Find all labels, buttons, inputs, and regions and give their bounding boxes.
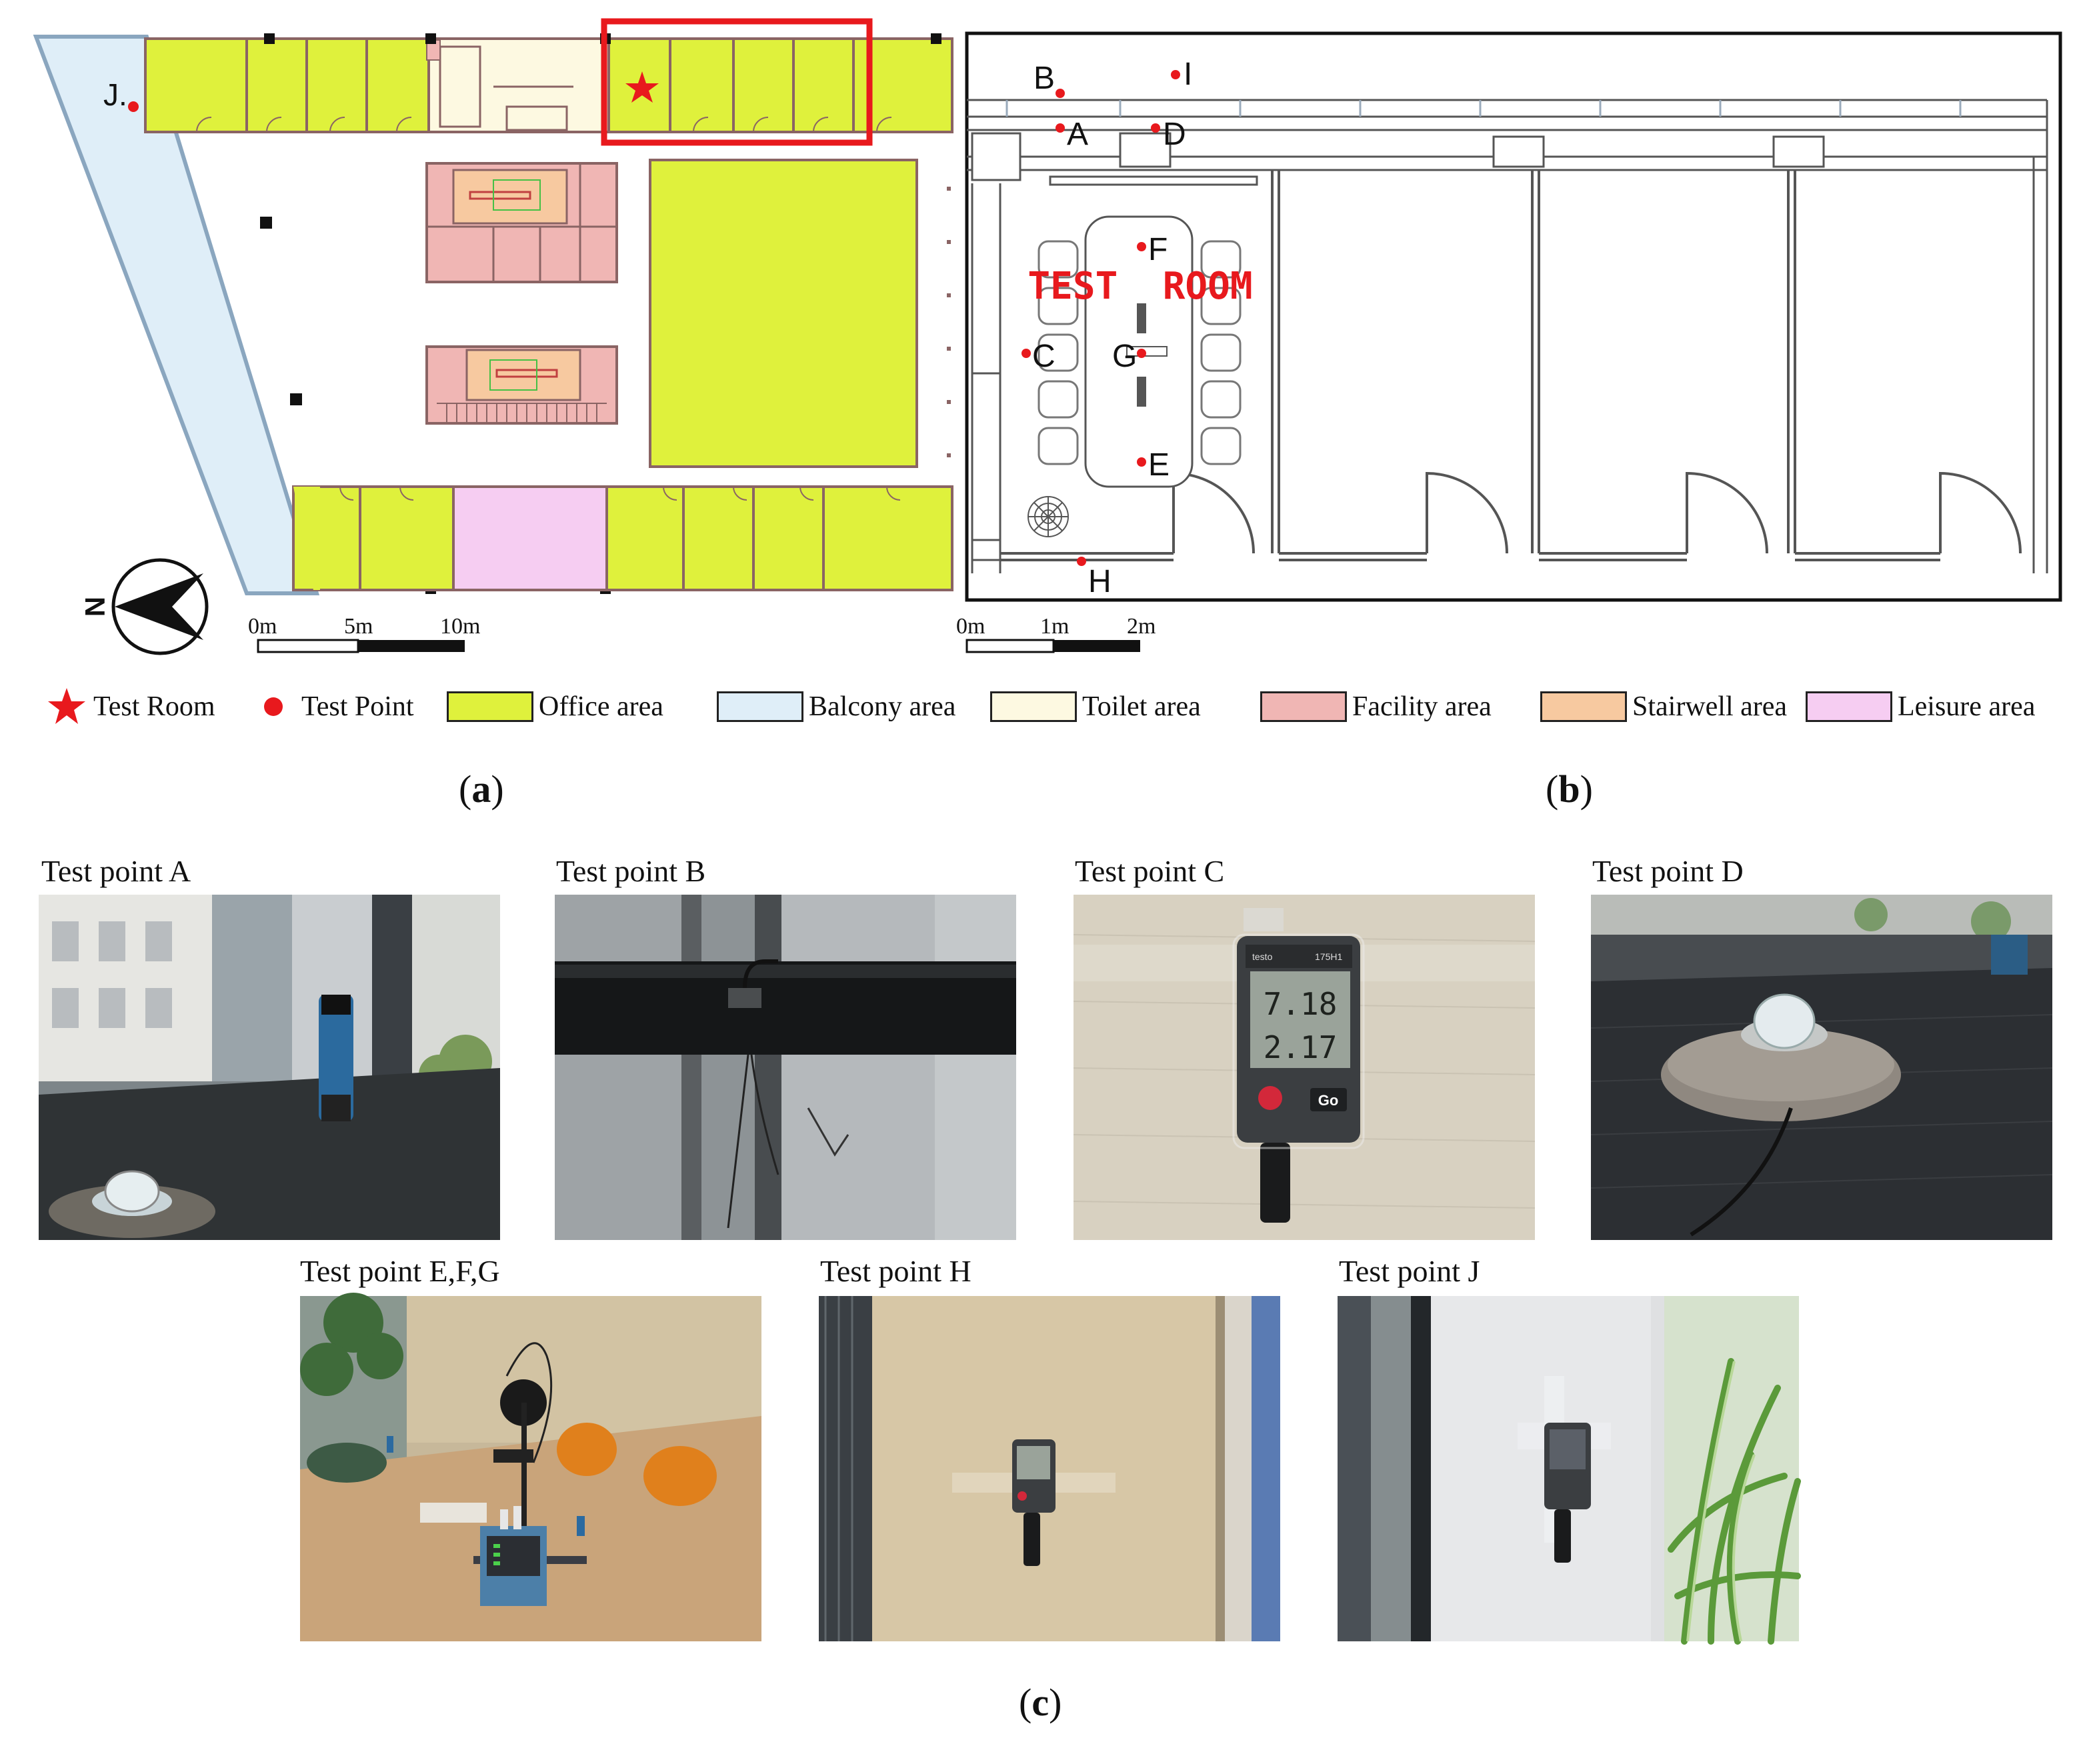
legend-label: Test Point xyxy=(301,691,414,722)
test-point-b-dot xyxy=(1056,89,1065,98)
test-room-label: TEST ROOM xyxy=(1027,265,1252,308)
north-label: N xyxy=(79,597,111,617)
legend-toilet: Toilet area xyxy=(990,687,1201,727)
balcony-swatch xyxy=(717,691,803,722)
photo-title-h: Test point H xyxy=(820,1254,971,1288)
test-point-c-label: C xyxy=(1032,339,1056,374)
dot-icon xyxy=(264,697,283,716)
legend-label: Toilet area xyxy=(1082,691,1201,722)
photo-test-point-j xyxy=(1338,1296,1801,1645)
logger-reading-2: 2.17 xyxy=(1264,1029,1338,1065)
legend-test-room: Test Room xyxy=(47,687,215,727)
test-point-e-dot xyxy=(1137,457,1146,467)
test-point-g-label: G xyxy=(1112,339,1137,374)
leisure-area xyxy=(452,485,608,591)
photo-title-j: Test point J xyxy=(1339,1254,1480,1288)
panel-label-c: (c) xyxy=(1019,1681,1062,1724)
stairwell-area-lower xyxy=(465,349,581,401)
test-point-j-label: J. xyxy=(103,77,127,112)
balcony-area xyxy=(33,35,320,595)
legend-office: Office area xyxy=(447,687,663,727)
toilet-swatch xyxy=(990,691,1077,722)
legend-balcony: Balcony area xyxy=(717,687,955,727)
photo-title-d: Test point D xyxy=(1592,854,1744,888)
test-point-d-dot xyxy=(1151,123,1160,133)
scale-b-label-0: 0m xyxy=(956,614,985,639)
scale-b-label-2: 2m xyxy=(1127,614,1156,639)
photo-title-a: Test point A xyxy=(41,854,191,888)
panel-label-a: (a) xyxy=(459,767,504,811)
photo-test-point-b xyxy=(555,895,1016,1240)
test-point-h-dot xyxy=(1077,557,1086,566)
test-point-g-dot xyxy=(1137,349,1146,358)
scale-label-5: 5m xyxy=(344,614,373,639)
north-compass-icon xyxy=(111,558,209,655)
legend-leisure: Leisure area xyxy=(1806,687,2035,727)
chairs xyxy=(1037,240,1242,465)
legend: Test Room Test Point Office area Balcony… xyxy=(40,680,2067,733)
legend-label: Balcony area xyxy=(809,691,956,722)
photo-title-c: Test point C xyxy=(1075,854,1225,888)
test-point-i-label: I xyxy=(1184,57,1192,92)
test-point-c-dot xyxy=(1021,349,1031,358)
logger-reading-1: 7.18 xyxy=(1264,986,1338,1022)
legend-stairwell: Stairwell area xyxy=(1540,687,1787,727)
scale-b-label-1: 1m xyxy=(1040,614,1069,639)
legend-label: Office area xyxy=(539,691,663,722)
leisure-swatch xyxy=(1806,691,1892,722)
photo-test-point-d xyxy=(1590,895,2053,1240)
scale-label-10: 10m xyxy=(440,614,480,639)
logger-button-c: Go xyxy=(1318,1092,1339,1109)
facility-swatch xyxy=(1260,691,1347,722)
legend-label: Stairwell area xyxy=(1632,691,1788,722)
photo-test-point-c: testo 175H1 7.18 2.17 Go xyxy=(1073,895,1536,1240)
photo-test-point-a xyxy=(39,895,500,1240)
test-room-star-icon xyxy=(625,71,659,103)
plant-icon xyxy=(1027,496,1069,537)
test-point-j-dot xyxy=(128,101,139,112)
test-point-b-label: B xyxy=(1033,61,1055,96)
test-point-a-dot xyxy=(1056,123,1065,133)
office-area-center xyxy=(649,159,918,468)
panel-label-b: (b) xyxy=(1546,767,1593,811)
legend-test-point: Test Point xyxy=(260,687,414,727)
floor-plan-a: J. N 0m 5m 10m xyxy=(33,18,953,655)
logger-model-c: 175H1 xyxy=(1315,951,1342,962)
floor-plan-b: TEST ROOM B I A D F C G E H 0m 1m 2m xyxy=(956,31,2062,653)
legend-label: Facility area xyxy=(1352,691,1492,722)
legend-label: Test Room xyxy=(93,691,215,722)
test-point-f-label: F xyxy=(1148,232,1168,267)
office-area-bottom xyxy=(292,485,953,591)
toilet-area xyxy=(427,37,610,133)
stairwell-swatch xyxy=(1540,691,1627,722)
photo-test-point-efg xyxy=(300,1293,761,1641)
photo-test-point-h xyxy=(819,1296,1280,1641)
photo-title-efg: Test point E,F,G xyxy=(300,1254,500,1288)
test-point-f-dot xyxy=(1137,242,1146,251)
test-point-i-dot xyxy=(1171,70,1180,79)
logger-brand-c: testo xyxy=(1252,951,1273,962)
test-point-e-label: E xyxy=(1148,447,1170,483)
scale-label-0: 0m xyxy=(248,614,277,639)
stairwell-area-upper xyxy=(452,169,568,225)
test-room-highlight xyxy=(601,18,873,146)
legend-facility: Facility area xyxy=(1260,687,1492,727)
test-point-d-label: D xyxy=(1163,117,1186,152)
test-point-h-label: H xyxy=(1088,564,1112,599)
legend-label: Leisure area xyxy=(1898,691,2036,722)
office-swatch xyxy=(447,691,533,722)
star-icon xyxy=(48,688,85,724)
test-point-a-label: A xyxy=(1067,117,1088,152)
photo-title-b: Test point B xyxy=(556,854,706,888)
